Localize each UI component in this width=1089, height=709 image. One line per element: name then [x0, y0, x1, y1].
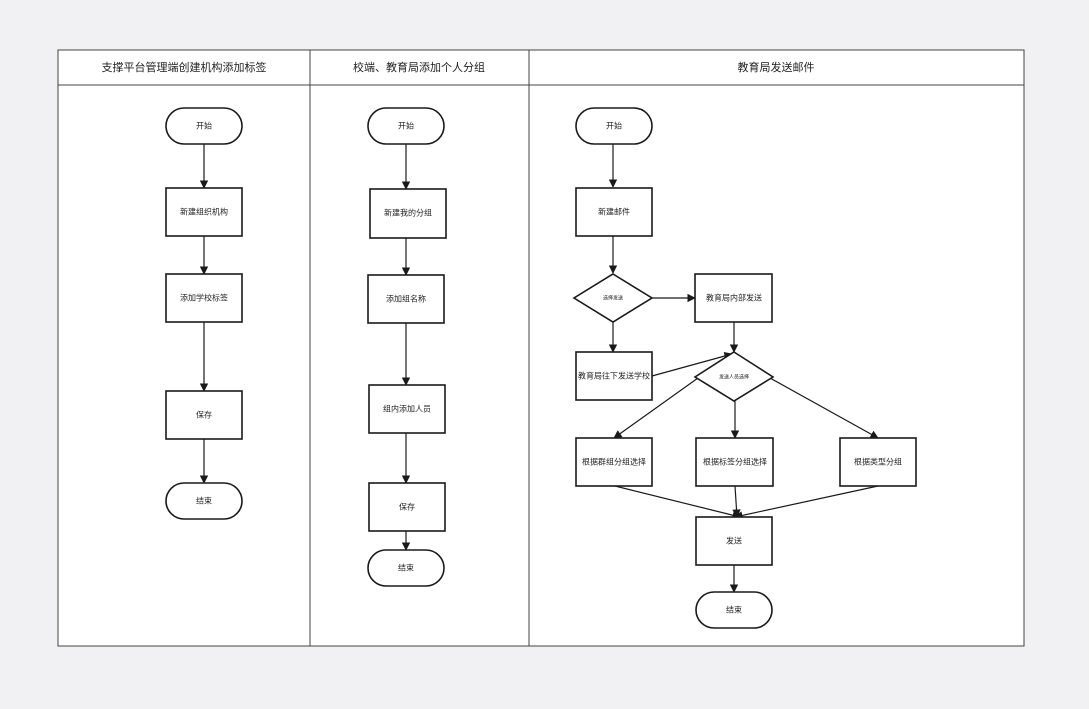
create-org-box	[165, 187, 243, 237]
node-label: 组内添加人员	[383, 404, 431, 414]
node-label: 新建邮件	[598, 207, 630, 217]
by-tag-box	[695, 437, 774, 487]
swimlane-frame	[57, 49, 1025, 647]
end-terminal	[695, 591, 773, 629]
send-down-school-box	[575, 351, 653, 401]
node-label: 开始	[606, 121, 622, 131]
send-box	[695, 516, 773, 566]
node-label: 根据群组分组选择	[582, 457, 646, 467]
start-terminal	[165, 107, 243, 145]
internal-send-box	[694, 273, 773, 323]
end-terminal	[165, 482, 243, 520]
node-label: 开始	[398, 121, 414, 131]
node-label: 新建我的分组	[384, 208, 432, 218]
edge-l3-group-send	[614, 485, 741, 520]
choose-send-decision	[572, 273, 654, 323]
node-label: 教育局内部发送	[706, 293, 762, 303]
save-box	[165, 390, 243, 440]
by-group-box	[575, 437, 653, 487]
node-label: 根据类型分组	[854, 457, 902, 467]
node-label: 开始	[196, 121, 212, 131]
edge-l3-down-recip	[651, 351, 733, 377]
add-members-box	[368, 384, 446, 434]
add-school-tag-box	[165, 273, 243, 323]
create-group-box	[369, 188, 447, 239]
node-label: 教育局往下发送学校	[578, 371, 650, 381]
node-label: 发送	[726, 536, 742, 546]
node-label: 新建组织机构	[180, 207, 228, 217]
node-label: 添加组名称	[386, 294, 426, 304]
lane-title-platform: 支撑平台管理端创建机构添加标签	[102, 60, 267, 74]
node-label: 保存	[196, 410, 212, 420]
new-mail-box	[575, 187, 653, 237]
start-terminal	[367, 107, 445, 145]
save-box	[368, 482, 446, 532]
node-label: 添加学校标签	[180, 293, 228, 303]
node-label: 结束	[196, 496, 212, 506]
decision-label: 选择发送	[603, 295, 623, 302]
node-label: 根据标签分组选择	[703, 457, 767, 467]
lane-title-school-bureau: 校端、教育局添加个人分组	[353, 60, 485, 74]
choose-recipients-decision	[693, 351, 775, 402]
start-terminal	[575, 107, 653, 145]
node-label: 结束	[726, 605, 742, 615]
lane-title-bureau-mail: 教育局发送邮件	[738, 60, 815, 74]
add-group-name-box	[367, 274, 445, 324]
edge-l3-type-send	[734, 485, 879, 520]
connectors	[199, 144, 879, 593]
decision-label: 发送人员选择	[719, 374, 749, 381]
node-label: 结束	[398, 563, 414, 573]
node-label: 保存	[399, 502, 415, 512]
by-type-box	[839, 437, 917, 487]
edge-l3-recip-type	[769, 377, 879, 439]
end-terminal	[367, 549, 445, 587]
